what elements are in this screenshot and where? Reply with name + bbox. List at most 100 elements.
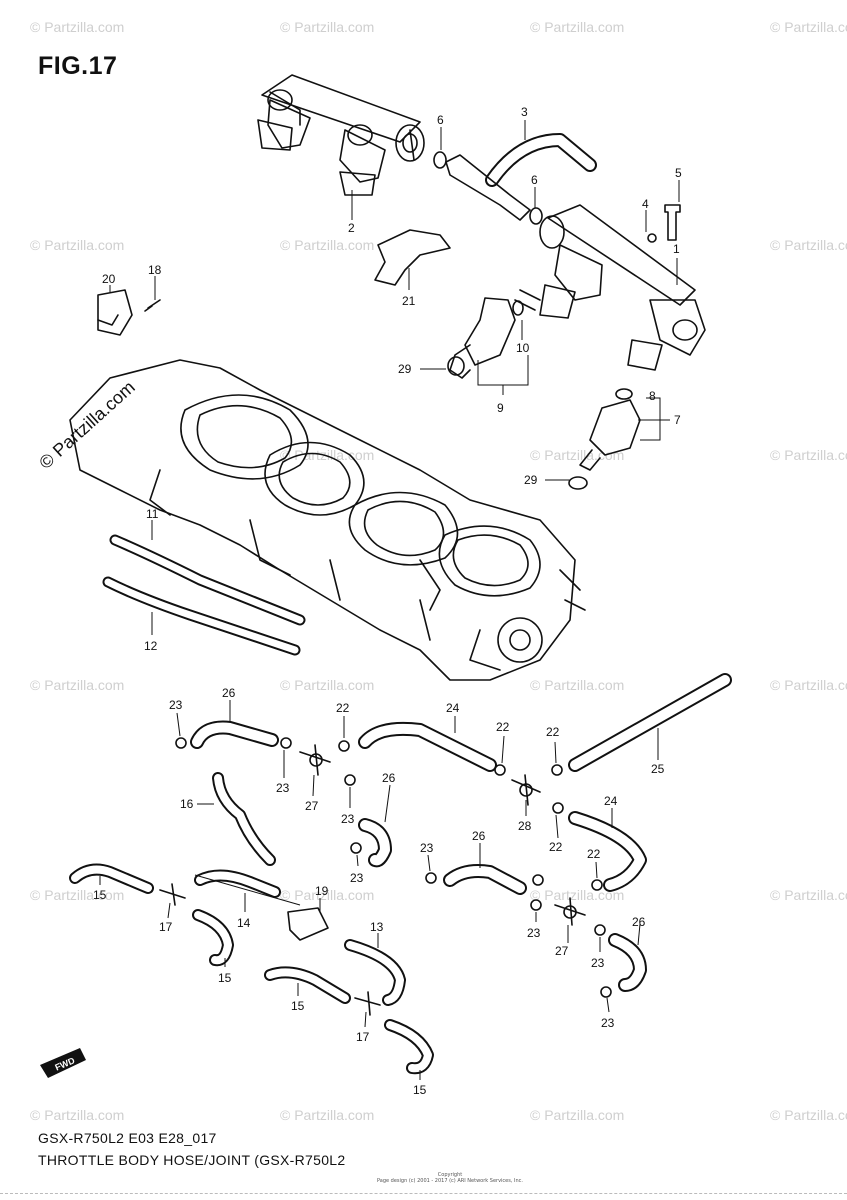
fwd-label: FWD bbox=[53, 1055, 76, 1072]
hose-26a bbox=[190, 720, 279, 749]
forward-direction-badge: FWD bbox=[40, 1048, 86, 1078]
callout-29a: 29 bbox=[398, 362, 412, 376]
watermark: © Partzilla.com bbox=[530, 887, 624, 903]
bracket-21 bbox=[374, 229, 451, 286]
watermark: © Partzilla.com bbox=[530, 447, 624, 463]
callout-layer: 1 2 3 4 5 6 6 8 7 9 10 bbox=[93, 105, 682, 1097]
callout-9: 9 bbox=[497, 401, 504, 415]
copyright-line-1: Copyright bbox=[437, 1172, 463, 1178]
brand-watermark: © Partzilla.com bbox=[35, 377, 139, 473]
figure-title: FIG.17 bbox=[38, 52, 118, 80]
callout-19: 19 bbox=[315, 884, 329, 898]
watermark: © Partzilla.com bbox=[280, 887, 374, 903]
watermark: © Partzilla.com bbox=[280, 677, 374, 693]
fuel-rail-upper bbox=[257, 74, 425, 196]
callout-1: 1 bbox=[673, 242, 680, 256]
figure-caption: THROTTLE BODY HOSE/JOINT (GSX-R750L2 bbox=[38, 1152, 346, 1168]
callout-26b: 26 bbox=[382, 771, 396, 785]
bolt-5 bbox=[664, 204, 681, 241]
callout-22c: 22 bbox=[546, 725, 560, 739]
callout-18: 18 bbox=[148, 263, 162, 277]
callout-21: 21 bbox=[402, 294, 416, 308]
callout-15c: 15 bbox=[291, 999, 305, 1013]
callout-20: 20 bbox=[102, 272, 116, 286]
callout-26c: 26 bbox=[472, 829, 486, 843]
callout-23g: 23 bbox=[591, 956, 605, 970]
callout-22b: 22 bbox=[496, 720, 510, 734]
callout-15d: 15 bbox=[413, 1083, 427, 1097]
hose-15c bbox=[264, 966, 351, 1004]
callout-17a: 17 bbox=[159, 920, 173, 934]
callout-27b: 27 bbox=[555, 944, 569, 958]
hose-12 bbox=[102, 576, 301, 656]
callout-27a: 27 bbox=[305, 799, 319, 813]
hose-26d bbox=[608, 933, 647, 992]
watermark: © Partzilla.com bbox=[530, 1107, 624, 1123]
watermark: © Partzilla.com bbox=[30, 237, 124, 253]
hose-26b bbox=[358, 818, 392, 868]
watermark: © Partzilla.com bbox=[770, 19, 847, 35]
hose-14 bbox=[194, 869, 301, 906]
watermark: © Partzilla.com bbox=[280, 447, 374, 463]
hose-15a bbox=[69, 863, 154, 894]
callout-24b: 24 bbox=[604, 794, 618, 808]
callout-10: 10 bbox=[516, 341, 530, 355]
model-code: GSX-R750L2 E03 E28_017 bbox=[38, 1130, 217, 1146]
callout-22e: 22 bbox=[587, 847, 601, 861]
callout-29b: 29 bbox=[524, 473, 538, 487]
hose-13 bbox=[344, 939, 406, 1006]
callout-2: 2 bbox=[348, 221, 355, 235]
callout-23e: 23 bbox=[420, 841, 434, 855]
hose-clamps bbox=[175, 737, 612, 998]
hose-24b bbox=[568, 811, 647, 892]
callout-17b: 17 bbox=[356, 1030, 370, 1044]
joint-17b bbox=[354, 991, 381, 1016]
callout-23b: 23 bbox=[276, 781, 290, 795]
callout-7: 7 bbox=[674, 413, 681, 427]
hose-26c bbox=[443, 864, 527, 895]
o-ring-6a bbox=[433, 151, 447, 169]
watermark: © Partzilla.com bbox=[280, 1107, 374, 1123]
throttle-body-assembly bbox=[69, 359, 586, 681]
valve-19 bbox=[287, 907, 329, 941]
sensor-20 bbox=[97, 289, 133, 336]
callout-15a: 15 bbox=[93, 888, 107, 902]
copyright-notice: Copyright Page design (c) 2001 - 2017 (c… bbox=[360, 1172, 540, 1184]
watermark: © Partzilla.com bbox=[770, 677, 847, 693]
watermark: © Partzilla.com bbox=[280, 237, 374, 253]
callout-15b: 15 bbox=[218, 971, 232, 985]
callout-24a: 24 bbox=[446, 701, 460, 715]
washer-4 bbox=[647, 233, 657, 243]
watermark: © Partzilla.com bbox=[280, 19, 374, 35]
callout-11: 11 bbox=[146, 507, 159, 521]
callout-14: 14 bbox=[237, 916, 251, 930]
callout-23d: 23 bbox=[350, 871, 364, 885]
hose-25 bbox=[568, 673, 732, 772]
watermark: © Partzilla.com bbox=[770, 887, 847, 903]
page-bottom-rule bbox=[0, 1193, 847, 1194]
callout-26d: 26 bbox=[632, 915, 646, 929]
callout-23f: 23 bbox=[527, 926, 541, 940]
watermark: © Partzilla.com bbox=[30, 677, 124, 693]
watermark: © Partzilla.com bbox=[30, 19, 124, 35]
callout-22a: 22 bbox=[336, 701, 350, 715]
callout-22d: 22 bbox=[549, 840, 563, 854]
callout-6a: 6 bbox=[437, 113, 444, 127]
callout-23c: 23 bbox=[341, 812, 355, 826]
callout-25: 25 bbox=[651, 762, 665, 776]
watermark: © Partzilla.com bbox=[770, 1107, 847, 1123]
tee-joint-27b bbox=[554, 897, 586, 926]
callout-4: 4 bbox=[642, 197, 649, 211]
injector-9 bbox=[447, 297, 524, 379]
callout-8: 8 bbox=[649, 389, 656, 403]
hose-15d bbox=[384, 1019, 434, 1075]
callout-28: 28 bbox=[518, 819, 532, 833]
watermark: © Partzilla.com bbox=[30, 1107, 124, 1123]
hose-11 bbox=[109, 534, 306, 626]
callout-26a: 26 bbox=[222, 686, 236, 700]
callout-5: 5 bbox=[675, 166, 682, 180]
injector-7 bbox=[568, 388, 641, 490]
tee-joint-28 bbox=[511, 774, 541, 806]
